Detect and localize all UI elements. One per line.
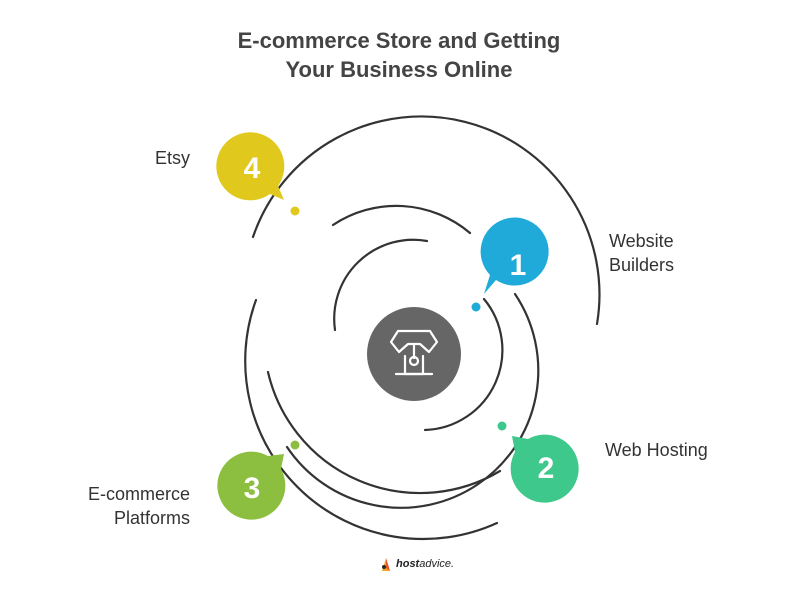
step-3-dot [290,440,300,450]
spiral-arc-second [331,204,472,235]
storefront-icon [389,329,439,376]
spiral-arc-outer-top [251,115,601,326]
step-4-bubble [216,132,285,201]
step-2-label-line-1: Web Hosting [605,440,708,460]
step-4-dot [290,206,300,216]
step-3-label-line-1: E-commerce [87,484,190,504]
spiral-arcs [244,115,601,541]
spiral-arc-outer-bottom [244,298,499,541]
spiral-arc-third [285,292,540,509]
brand-text: advice. [419,558,455,570]
step-4-number: 4 [244,152,261,185]
step-1-dot [471,302,481,312]
step-2-number: 2 [538,452,555,485]
step-2-dot [497,421,507,431]
step-3-label-line-2: Platforms [113,508,190,528]
diagram-title: E-commerce Store and Getting Your Busine… [0,26,798,84]
spiral-arc-fourth [266,370,502,495]
step-2-bubble [510,434,579,503]
step-3-label: E-commerce Platforms [70,482,190,530]
spiral-arc-inner-bottom [423,297,504,432]
step-1-number: 1 [510,249,527,282]
title-line-2: Your Business Online [285,57,513,82]
step-1: 1 [471,217,549,312]
brand-text-bold: host [396,558,420,570]
step-1-label-line-2: Builders [609,255,675,275]
spiral-arc-inner-top [333,238,429,332]
step-4: 4 [216,132,300,216]
step-2: 2 [497,421,579,503]
step-4-label: Etsy [110,146,190,170]
center-hub [367,307,461,401]
step-1-label: Website Builders [609,229,674,277]
step-2-label: Web Hosting [605,438,708,462]
step-3-number: 3 [244,472,261,505]
step-1-label-line-1: Website [609,231,674,251]
step-3: 3 [217,440,300,520]
step-1-bubble [480,217,549,294]
title-line-1: E-commerce Store and Getting [237,28,561,53]
step-4-label-line-1: Etsy [154,148,190,168]
hostadvice-logo-icon [382,558,390,571]
step-3-bubble [217,451,286,520]
